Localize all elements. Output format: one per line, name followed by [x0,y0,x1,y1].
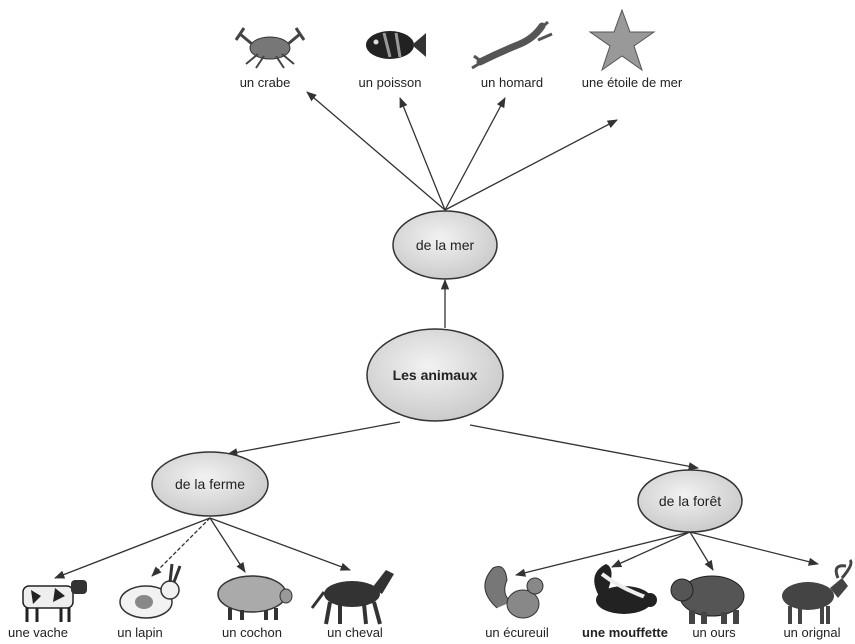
fish-icon [366,31,426,59]
rabbit-icon [119,563,182,619]
edge-mer-poisson [399,97,446,211]
edge-foret-ecureuil [514,531,691,577]
edge-foret-ours [689,531,714,571]
edge-root-foret [469,424,700,471]
animal-label-etoile: une étoile de mer [582,75,683,90]
animal-label-mouffette: une mouffette [582,625,668,640]
node-root: Les animaux [366,328,504,422]
animal-label-poisson: un poisson [359,75,422,90]
edges [54,91,820,579]
node-foret: de la forêt [637,469,743,533]
edge-ferme-lapin [151,517,211,577]
moose-icon [782,558,853,624]
horse-icon [310,570,394,625]
animal-label-cheval: un cheval [327,625,383,640]
edge-foret-mouffette [611,531,691,568]
cow-icon [22,580,87,622]
starfish-icon [588,8,656,72]
animal-label-ours: un ours [692,625,736,640]
animal-label-cochon: un cochon [222,625,282,640]
edge-mer-homard [444,97,506,211]
edge-mer-etoile [444,119,618,211]
squirrel-icon [484,566,544,619]
animal-label-homard: un homard [481,75,543,90]
animal-label-lapin: un lapin [117,625,163,640]
node-mer-label: de la mer [416,237,475,253]
animal-label-ecureuil: un écureuil [485,625,549,640]
edge-mer-crabe [306,91,446,211]
node-mer: de la mer [392,210,498,280]
node-ferme-label: de la ferme [175,476,245,492]
node-ferme: de la ferme [151,451,269,517]
animal-label-crabe: un crabe [240,75,291,90]
node-root-label: Les animaux [393,367,478,383]
edge-ferme-vache [54,517,211,579]
bear-icon [670,575,745,624]
lobster-icon [471,20,553,70]
edge-ferme-cheval [209,517,351,571]
edge-foret-orignal [689,531,820,566]
animal-label-orignal: un orignal [783,625,840,640]
edge-root-ferme [226,421,401,457]
node-foret-label: de la forêt [659,493,721,509]
pig-icon [217,575,293,620]
skunk-icon [594,564,657,614]
edge-ferme-cochon [209,517,246,573]
animal-label-vache: une vache [8,625,68,640]
crab-icon [234,27,306,69]
